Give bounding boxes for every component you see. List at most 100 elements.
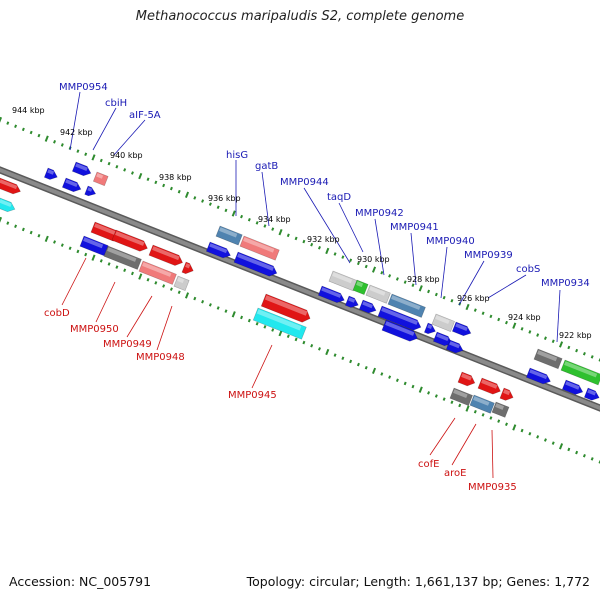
gene-label-mmp0939[interactable]: MMP0939 xyxy=(464,250,513,261)
gene-label-cbih[interactable]: cbiH xyxy=(105,98,127,109)
gene-label-mmp0942[interactable]: MMP0942 xyxy=(355,208,404,219)
minor-tick xyxy=(29,130,33,135)
leader-line-lower xyxy=(61,257,87,306)
gene-label-mmp0935[interactable]: MMP0935 xyxy=(468,482,517,493)
gene-red xyxy=(499,387,514,401)
gene-blue-highlight xyxy=(65,179,78,187)
gene-dark-gray-highlight xyxy=(495,403,504,410)
inner-tick-ring xyxy=(0,216,600,464)
gene-label-mmp0945[interactable]: MMP0945 xyxy=(228,390,277,401)
minor-tick xyxy=(208,303,212,307)
major-tick xyxy=(0,116,3,124)
scale-labels: 944 kbp 942 kbp 940 kbp 938 kbp 936 kbp … xyxy=(12,106,592,340)
minor-tick xyxy=(505,320,508,325)
minor-tick xyxy=(302,340,306,345)
major-tick xyxy=(465,303,470,311)
gene-blue xyxy=(84,185,97,197)
gene-label-taqd[interactable]: taqD xyxy=(327,192,351,203)
minor-tick xyxy=(99,158,103,163)
minor-tick xyxy=(536,333,540,337)
gene-light-gray xyxy=(431,313,455,332)
gene-blue-highlight xyxy=(449,341,460,349)
gene-green-shape xyxy=(560,359,600,386)
gene-label-mmp0934[interactable]: MMP0934 xyxy=(541,278,590,289)
minor-tick xyxy=(317,347,321,351)
leader-line-lower xyxy=(95,281,116,323)
gene-light-gray xyxy=(365,284,391,304)
minor-tick xyxy=(489,416,493,420)
gene-label-aroe[interactable]: aroE xyxy=(444,468,466,479)
minor-tick xyxy=(427,391,431,395)
minor-tick xyxy=(395,378,399,383)
minor-tick xyxy=(255,221,259,225)
scale-label: 930 kbp xyxy=(357,255,390,264)
gene-label-mmp0940[interactable]: MMP0940 xyxy=(426,236,475,247)
gene-red-highlight xyxy=(94,223,118,236)
minor-tick xyxy=(84,152,88,157)
gene-red xyxy=(457,371,476,387)
major-tick xyxy=(278,329,283,337)
gene-label-mmp0948[interactable]: MMP0948 xyxy=(136,352,185,363)
gene-blue-highlight xyxy=(436,333,449,341)
minor-tick xyxy=(37,233,41,238)
gene-blue xyxy=(71,161,92,177)
gene-label-mmp0941[interactable]: MMP0941 xyxy=(390,222,439,233)
gene-label-aif-5a[interactable]: aIF-5A xyxy=(129,110,161,121)
minor-tick xyxy=(380,372,384,376)
minor-tick xyxy=(543,438,547,442)
gene-label-mmp0944[interactable]: MMP0944 xyxy=(280,177,329,188)
minor-tick xyxy=(505,422,508,427)
minor-tick xyxy=(21,127,25,132)
gene-red-shape xyxy=(499,387,514,401)
gene-label-cobd[interactable]: cobD xyxy=(44,308,70,319)
minor-tick xyxy=(193,296,197,301)
minor-tick xyxy=(247,318,251,323)
minor-tick xyxy=(294,236,298,241)
gene-blue-highlight xyxy=(47,169,55,175)
minor-tick xyxy=(411,384,415,389)
leader-line-lower xyxy=(451,423,477,466)
gene-blue-highlight xyxy=(587,389,596,396)
gene-label-hisg[interactable]: hisG xyxy=(226,150,248,161)
gene-blue xyxy=(525,367,551,385)
leader-line-upper xyxy=(69,91,81,151)
gene-cyan-highlight xyxy=(0,199,12,207)
gene-light-gray-shape xyxy=(365,284,391,304)
minor-tick xyxy=(14,124,18,128)
minor-tick xyxy=(450,299,454,303)
gene-label-gatb[interactable]: gatB xyxy=(255,161,278,172)
gene-label-mmp0949[interactable]: MMP0949 xyxy=(103,339,152,350)
minor-tick xyxy=(60,243,64,247)
minor-tick xyxy=(146,177,150,181)
gene-label-cobs[interactable]: cobS xyxy=(516,264,540,275)
minor-tick xyxy=(162,183,166,188)
gene-red-shape xyxy=(0,177,21,195)
minor-tick xyxy=(53,240,57,244)
minor-tick xyxy=(388,375,392,379)
scale-label: 944 kbp xyxy=(12,106,45,115)
gene-label-cofe[interactable]: cofE xyxy=(418,459,439,470)
gene-steel-shape xyxy=(469,394,495,414)
major-tick xyxy=(559,341,564,348)
minor-tick xyxy=(115,265,119,269)
gene-green-highlight xyxy=(564,361,598,378)
leader-line-upper xyxy=(338,202,364,253)
gene-blue xyxy=(381,319,418,342)
minor-tick xyxy=(294,337,298,342)
gene-blue-shape xyxy=(233,251,278,277)
leader-line-upper xyxy=(374,218,385,276)
scale-label: 932 kbp xyxy=(307,235,340,244)
gene-blue-shape xyxy=(451,321,472,337)
minor-tick xyxy=(442,397,446,401)
scale-label: 938 kbp xyxy=(159,173,192,182)
minor-tick xyxy=(333,353,337,357)
gene-label-mmp0950[interactable]: MMP0950 xyxy=(70,324,119,335)
minor-tick xyxy=(169,186,173,191)
gene-label-mmp0954[interactable]: MMP0954 xyxy=(59,82,108,93)
minor-tick xyxy=(240,315,244,320)
minor-tick xyxy=(107,262,111,266)
leader-line-upper xyxy=(92,107,117,151)
minor-tick xyxy=(130,171,134,175)
gene-red xyxy=(111,229,148,252)
minor-tick xyxy=(224,208,228,213)
